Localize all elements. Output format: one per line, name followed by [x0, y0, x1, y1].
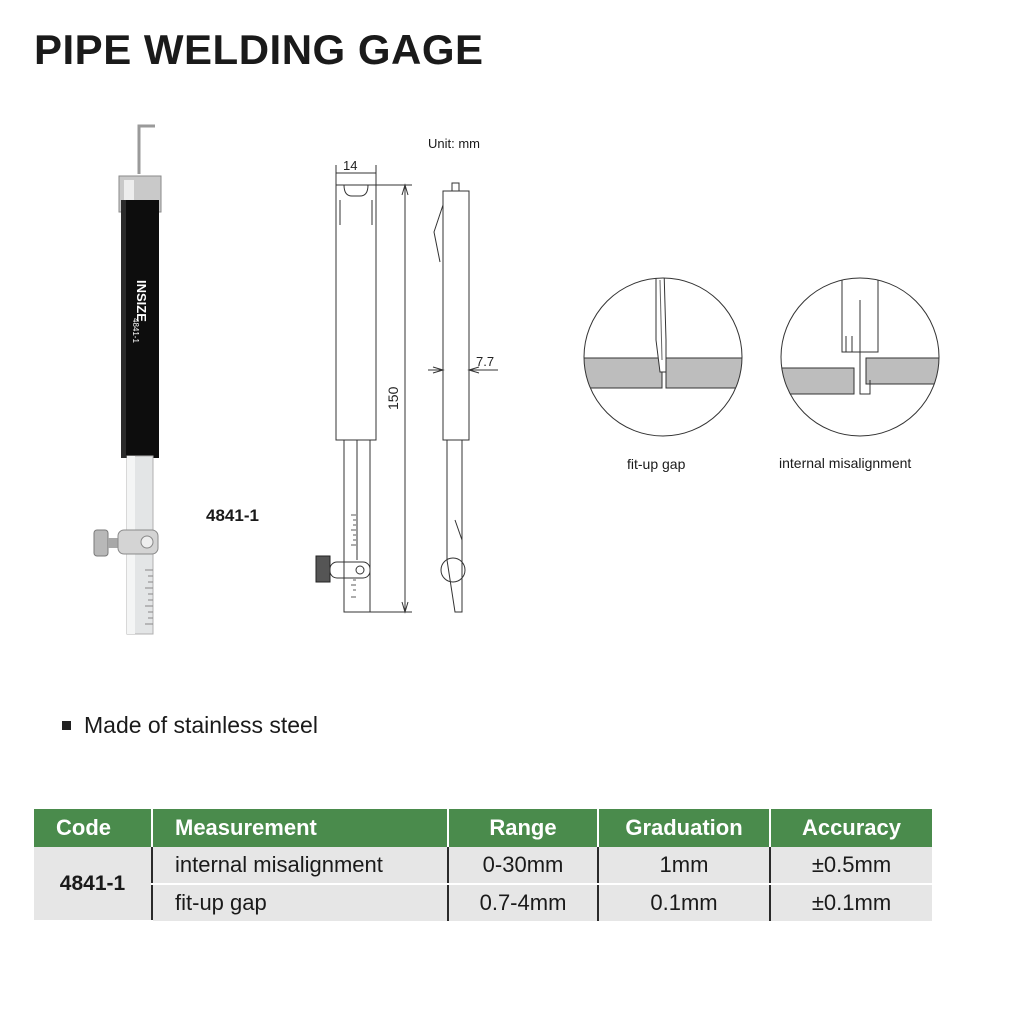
table-row: fit-up gap 0.7-4mm 0.1mm ±0.1mm	[34, 884, 932, 921]
bullet-icon	[62, 721, 71, 730]
width-dimension: 14	[343, 158, 357, 173]
cell-accuracy: ±0.5mm	[769, 847, 932, 885]
table-header-row: Code Measurement Range Graduation Accura…	[34, 809, 932, 847]
cell-accuracy: ±0.1mm	[769, 884, 932, 921]
header-measurement: Measurement	[151, 809, 448, 847]
header-graduation: Graduation	[597, 809, 770, 847]
length-dimension: 150	[385, 386, 401, 410]
header-accuracy: Accuracy	[769, 809, 932, 847]
unit-label: Unit: mm	[428, 136, 480, 151]
cell-graduation: 1mm	[597, 847, 770, 885]
cell-measurement: internal misalignment	[151, 847, 448, 885]
cell-code: 4841-1	[34, 847, 152, 922]
internal-misalignment-detail	[780, 277, 940, 437]
fit-up-gap-caption: fit-up gap	[627, 456, 686, 472]
feature-list-item: Made of stainless steel	[62, 712, 318, 739]
feature-text: Made of stainless steel	[84, 712, 318, 738]
table-row: 4841-1 internal misalignment 0-30mm 1mm …	[34, 847, 932, 922]
header-range: Range	[447, 809, 598, 847]
handle-model-label: 4841-1	[131, 318, 140, 343]
gage-photo	[93, 124, 162, 635]
front-view-drawing	[315, 165, 412, 614]
page-title: PIPE WELDING GAGE	[34, 26, 484, 73]
cell-range: 0.7-4mm	[447, 884, 598, 921]
cell-measurement: fit-up gap	[151, 884, 448, 921]
internal-misalignment-caption: internal misalignment	[779, 455, 912, 471]
model-code: 4841-1	[206, 506, 259, 525]
cell-range: 0-30mm	[447, 847, 598, 885]
spec-table: Code Measurement Range Graduation Accura…	[34, 809, 932, 922]
brand-logo: INSIZE	[134, 280, 149, 322]
fit-up-gap-detail	[583, 277, 743, 437]
cell-graduation: 0.1mm	[597, 884, 770, 921]
thickness-dimension: 7.7	[476, 354, 494, 369]
header-code: Code	[34, 809, 152, 847]
side-view-drawing	[428, 182, 498, 613]
